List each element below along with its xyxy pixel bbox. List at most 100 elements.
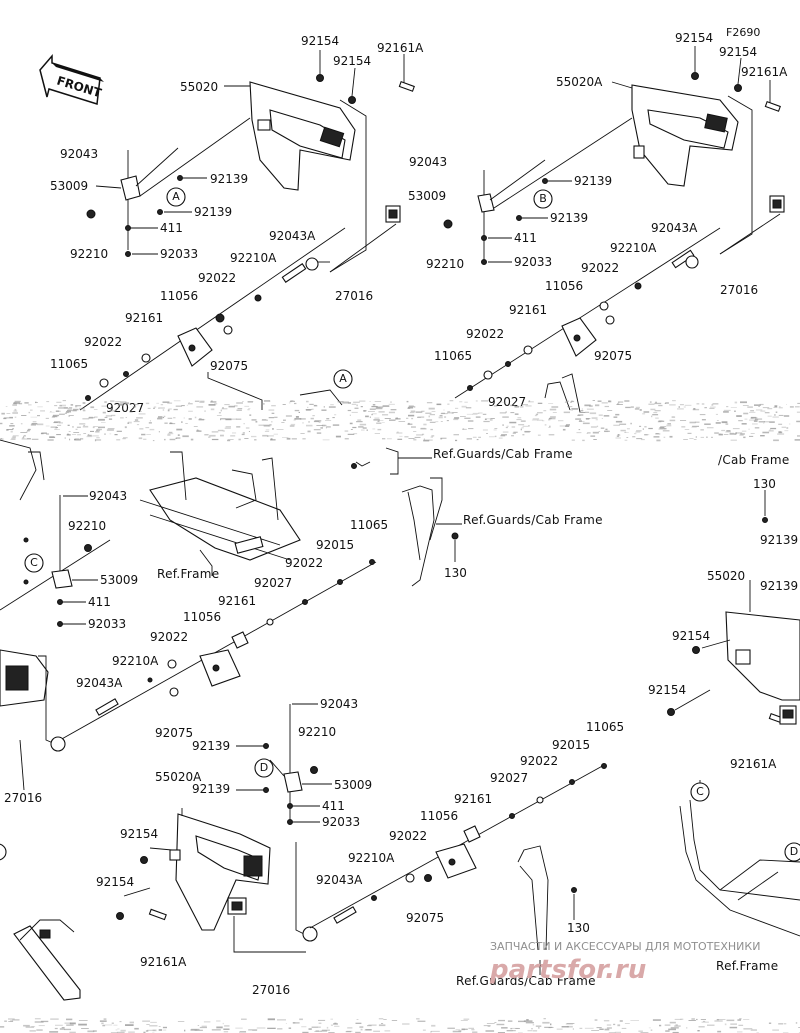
label-92154-d: 92154	[719, 45, 757, 59]
label-411-b: 411	[514, 231, 537, 245]
ref-guards-cab-frame-1: Ref.Guards/Cab Frame	[433, 447, 573, 461]
label-92210A-a: 92210A	[230, 251, 277, 265]
label-92210A-c: 92210A	[112, 654, 159, 668]
label-11065-b: 11065	[434, 349, 472, 363]
label-55020A-b: 55020A	[155, 770, 202, 784]
ref-guards-cab-frame-3: Ref.Guards/Cab Frame	[456, 974, 596, 988]
ref-cab-frame-partial: /Cab Frame	[718, 453, 790, 467]
marker-C-left: C	[30, 556, 38, 569]
label-92022-e: 92022	[285, 556, 323, 570]
label-55020A-a: 55020A	[556, 75, 603, 89]
label-92033-c: 92033	[88, 617, 126, 631]
label-53009-a: 53009	[50, 179, 88, 193]
label-11065-d: 11065	[586, 720, 624, 734]
label-11056-d: 11056	[420, 809, 458, 823]
label-92027-b: 92027	[488, 395, 526, 409]
label-411-d: 411	[322, 799, 345, 813]
label-92161-a: 92161	[125, 311, 163, 325]
marker-A-top: A	[172, 190, 180, 203]
label-92043-a: 92043	[60, 147, 98, 161]
marker-A-frame: A	[339, 372, 347, 385]
label-130-a: 130	[444, 566, 467, 580]
label-92043A-c: 92043A	[76, 676, 123, 690]
label-92154-c: 92154	[675, 31, 713, 45]
label-11065-c: 11065	[350, 518, 388, 532]
ref-frame-partial: Ref.Frame	[716, 959, 778, 973]
label-53009-c: 53009	[100, 573, 138, 587]
label-11056-b: 11056	[545, 279, 583, 293]
label-92154-e: 92154	[672, 629, 710, 643]
label-92161A-d: 92161A	[140, 955, 187, 969]
label-55020-a: 55020	[180, 80, 218, 94]
label-92161-d: 92161	[454, 792, 492, 806]
label-92139-f: 92139	[760, 579, 798, 593]
label-92043A-d: 92043A	[316, 873, 363, 887]
marker-D-right: D	[790, 845, 798, 858]
label-92139-b: 92139	[194, 205, 232, 219]
label-92075-d: 92075	[406, 911, 444, 925]
label-27016-b: 27016	[720, 283, 758, 297]
label-411-c: 411	[88, 595, 111, 609]
label-92161A-c: 92161A	[730, 757, 777, 771]
ref-frame: Ref.Frame	[157, 567, 219, 581]
label-92022-f: 92022	[150, 630, 188, 644]
label-92015-a: 92015	[316, 538, 354, 552]
label-130-b: 130	[753, 477, 776, 491]
label-55020-b: 55020	[707, 569, 745, 583]
watermark-tagline: ЗАПЧАСТИ И АКСЕССУАРЫ ДЛЯ МОТОТЕХНИКИ	[490, 940, 760, 953]
label-92154-g: 92154	[120, 827, 158, 841]
diagram-code: F2690	[726, 26, 760, 39]
label-92161A-b: 92161A	[741, 65, 788, 79]
label-92022-d: 92022	[466, 327, 504, 341]
assembly-bottom	[13, 703, 607, 1001]
assembly-middle-frame	[0, 439, 462, 861]
label-92210-a: 92210	[70, 247, 108, 261]
label-92022-h: 92022	[389, 829, 427, 843]
label-11065-a: 11065	[50, 357, 88, 371]
watermark-brand: partsfor.ru	[489, 955, 646, 985]
assembly-right-middle	[667, 490, 800, 937]
label-92154-b: 92154	[333, 54, 371, 68]
marker-C-right: C	[696, 785, 704, 798]
label-92022-g: 92022	[520, 754, 558, 768]
marker-D-bottom: D	[260, 761, 268, 774]
label-92043-d: 92043	[320, 697, 358, 711]
label-92161-c: 92161	[218, 594, 256, 608]
watermark: ЗАПЧАСТИ И АКСЕССУАРЫ ДЛЯ МОТОТЕХНИКИ pa…	[489, 940, 760, 985]
label-92210-d: 92210	[298, 725, 336, 739]
label-92139-e: 92139	[760, 533, 798, 547]
ref-guards-cab-frame-2: Ref.Guards/Cab Frame	[463, 513, 603, 527]
label-27016-c: 27016	[4, 791, 42, 805]
label-92033-b: 92033	[514, 255, 552, 269]
scan-noise-bottom	[0, 1018, 800, 1033]
label-92043-b: 92043	[409, 155, 447, 169]
label-411-a: 411	[160, 221, 183, 235]
label-92022-a: 92022	[198, 271, 236, 285]
label-92022-c: 92022	[581, 261, 619, 275]
label-92139-g: 92139	[192, 739, 230, 753]
label-92210-c: 92210	[68, 519, 106, 533]
label-11056-a: 11056	[160, 289, 198, 303]
label-11056-c: 11056	[183, 610, 221, 624]
label-92033-d: 92033	[322, 815, 360, 829]
label-92043-c: 92043	[89, 489, 127, 503]
label-92027-c: 92027	[254, 576, 292, 590]
label-92161-b: 92161	[509, 303, 547, 317]
label-92139-a: 92139	[210, 172, 248, 186]
label-92210-b: 92210	[426, 257, 464, 271]
label-27016-d: 27016	[252, 983, 290, 997]
label-130-c: 130	[567, 921, 590, 935]
label-92075-c: 92075	[155, 726, 193, 740]
label-92154-a: 92154	[301, 34, 339, 48]
label-53009-b: 53009	[408, 189, 446, 203]
label-92043A-b: 92043A	[651, 221, 698, 235]
assembly-top-left	[79, 50, 415, 411]
label-92075-a: 92075	[210, 359, 248, 373]
label-92154-f: 92154	[648, 683, 686, 697]
label-92139-h: 92139	[192, 782, 230, 796]
front-arrow-icon: FRONT	[39, 53, 104, 105]
label-92210A-d: 92210A	[348, 851, 395, 865]
label-92139-d: 92139	[550, 211, 588, 225]
